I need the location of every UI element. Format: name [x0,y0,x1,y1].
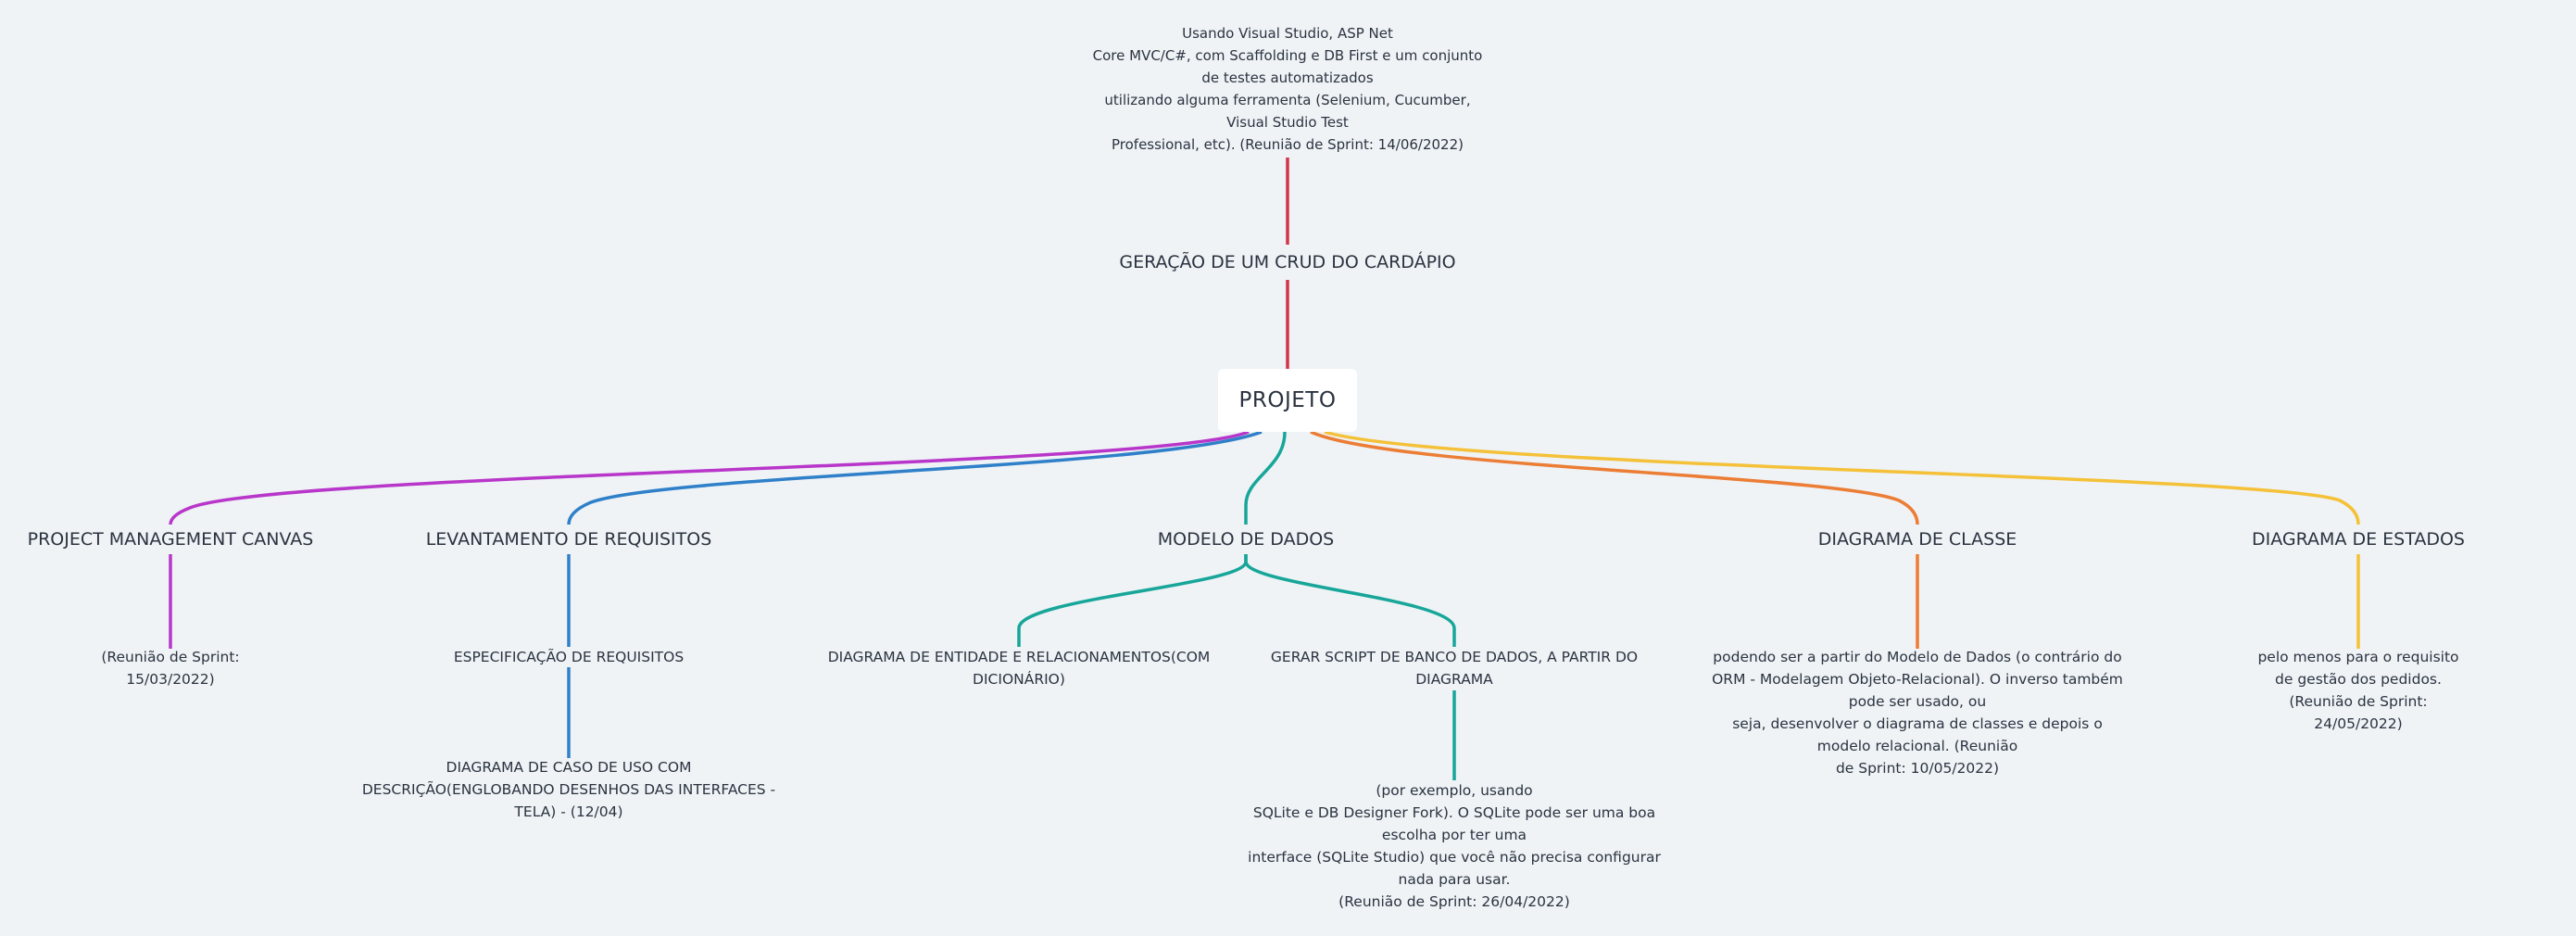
connector-data-script [1244,554,1456,647]
use-case-diagram[interactable]: DIAGRAMA DE CASO DE USO COM DESCRIÇÃO(EN… [361,759,776,820]
pmc-note: (Reunião de Sprint: 15/03/2022) [101,649,240,688]
topic-modelo-de-dados[interactable]: MODELO DE DADOS [1157,529,1335,550]
state-diagram-note: pelo menos para o requisito de gestão do… [2257,649,2459,732]
connector-root-req [567,430,1263,525]
crud-note: Usando Visual Studio, ASP Net Core MVC/C… [1092,25,1483,153]
topic-levantamento-de-requisitos[interactable]: LEVANTAMENTO DE REQUISITOS [425,529,712,550]
connector-root-class [1310,430,1919,525]
connector-data-der [1017,554,1248,647]
root-node[interactable]: PROJETO [1218,369,1357,432]
requirements-spec[interactable]: ESPECIFICAÇÃO DE REQUISITOS [453,649,685,665]
topic-project-management-canvas[interactable]: PROJECT MANAGEMENT CANVAS [27,529,314,550]
database-script[interactable]: GERAR SCRIPT DE BANCO DE DADOS, A PARTIR… [1270,649,1639,688]
connector-root-data [1244,431,1287,525]
connector-root-states [1324,430,2360,525]
database-script-note: (por exemplo, usando SQLite e DB Designe… [1248,782,1661,910]
er-diagram[interactable]: DIAGRAMA DE ENTIDADE E RELACIONAMENTOS(C… [827,649,1211,688]
topic-diagrama-de-estados[interactable]: DIAGRAMA DE ESTADOS [2252,529,2465,550]
class-diagram-note: podendo ser a partir do Modelo de Dados … [1712,649,2123,777]
topic-crud[interactable]: GERAÇÃO DE UM CRUD DO CARDÁPIO [1119,252,1456,272]
topic-diagrama-de-classe[interactable]: DIAGRAMA DE CLASSE [1817,529,2017,550]
connector-root-pmc [169,430,1250,525]
